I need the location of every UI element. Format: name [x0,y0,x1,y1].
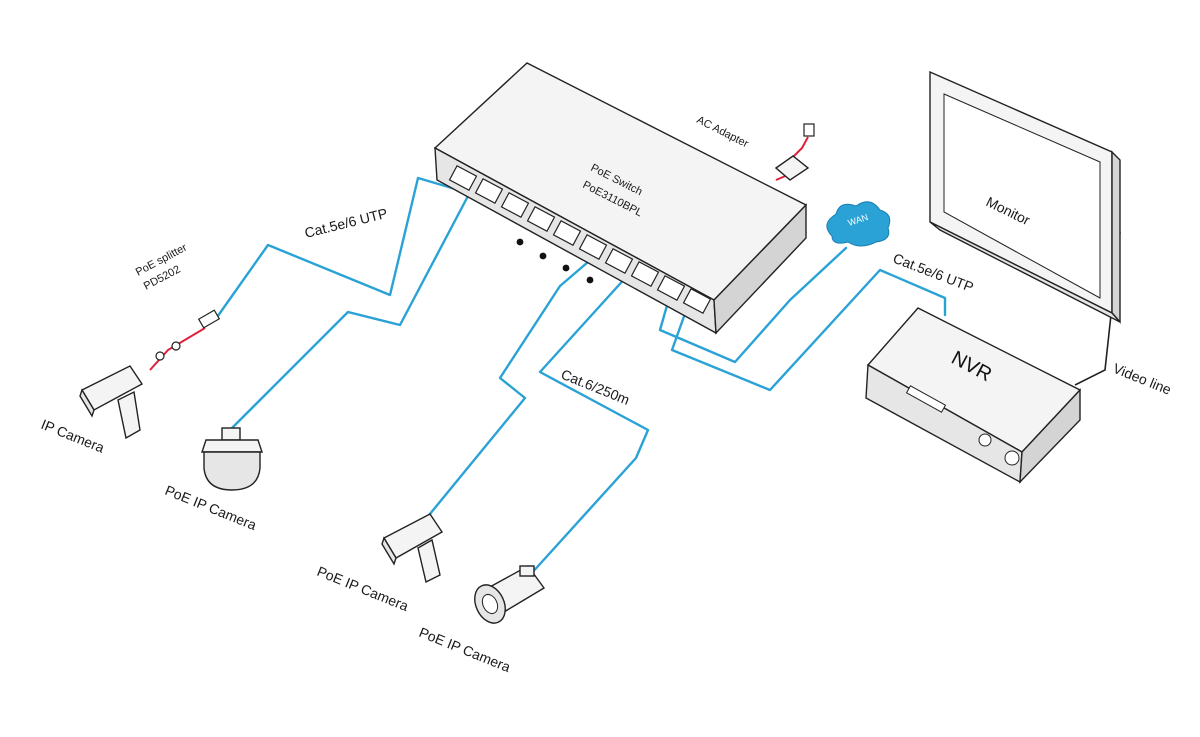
poe-bullet-camera: PoE IP Camera [417,565,546,675]
poe-splitter: PoE splitter PD5202 [134,241,221,361]
port [500,191,530,219]
bullet-lens-glass [481,593,499,615]
poe-dome-camera: PoE IP Camera [163,427,263,533]
video-line-label: Video line [1111,360,1174,398]
port [630,260,660,288]
nvr: NVR [865,307,1082,484]
monitor-bottom [929,221,1121,323]
port [526,205,556,233]
poe-bullet-label: PoE IP Camera [417,624,513,675]
poe-box-label: PoE IP Camera [315,563,411,614]
dome-housing [203,451,261,491]
cable-poe-bullet [528,273,650,577]
cable-label-left: Cat.5e/6 UTP [303,205,389,241]
port [474,177,504,205]
switch-ports [448,164,712,315]
nvr-dial-icon [1004,450,1020,466]
cloud-icon [826,201,891,247]
ip-camera-label: IP Camera [39,416,107,456]
ellipsis-dots [516,238,594,284]
ip-camera-lens [79,388,95,418]
poe-box-camera: PoE IP Camera [315,513,444,614]
monitor-screen [943,93,1101,299]
cable-splitter-power [149,327,206,371]
cable-wan [658,246,848,364]
poe-switch: PoE Switch PoE3110BPL [433,62,808,335]
ac-adapter-label: AC Adapter [695,114,751,150]
nvr-drive-slot [905,385,947,413]
wan-cloud: WAN [826,201,891,247]
nvr-side [1019,388,1081,484]
splitter-block [197,309,221,329]
ac-adapter-block [774,155,810,181]
bullet-camera-mount [519,565,535,577]
port [682,287,712,315]
monitor: Monitor [929,70,1121,324]
cable-label-right: Cat.5e/6 UTP [891,250,976,295]
ip-camera: IP Camera [39,365,144,456]
splitter-connector-icon [171,341,181,351]
port [604,247,634,275]
wall-plug-icon [803,123,815,137]
cable-ip-camera [213,176,488,322]
cable-poe-dome [230,194,514,430]
monitor-side [1111,150,1121,324]
nvr-knob-icon [978,433,992,447]
box-camera-lens [381,536,397,566]
port [578,233,608,261]
box-camera-mount [417,538,441,584]
dome-base [201,439,263,453]
poe-dome-label: PoE IP Camera [163,482,259,533]
port [656,274,686,302]
switch-side [713,203,807,335]
splitter-connector-icon [155,351,165,361]
cable-nvr [670,268,947,392]
port [448,164,478,192]
port [552,219,582,247]
dome-mount [221,427,241,441]
ip-camera-mount [117,390,141,440]
